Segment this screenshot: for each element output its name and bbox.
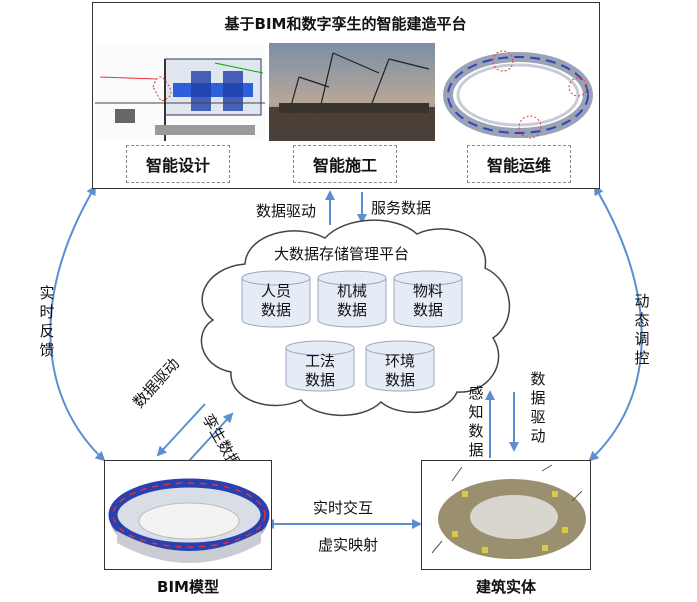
cylinder-materials-line1: 物料 — [412, 282, 443, 300]
building-entity-box — [421, 460, 591, 570]
module-smart-operation: 智能运维 — [467, 145, 571, 183]
construction-site-image — [269, 43, 435, 141]
arrow-data-drive-left — [156, 403, 206, 457]
vertical-char: 数 — [530, 370, 546, 388]
cylinder-environment-line1: 环境 — [384, 352, 415, 370]
vertical-char: 态 — [634, 311, 650, 329]
stadium-ring-image — [438, 43, 598, 141]
bim-model-box — [104, 460, 272, 570]
vertical-char: 动 — [530, 427, 546, 445]
vertical-char: 数 — [468, 422, 484, 440]
vertical-char: 据 — [468, 441, 484, 459]
cylinder-method-line1: 工法 — [304, 352, 335, 370]
vertical-char: 控 — [634, 349, 650, 367]
platform-frame: 基于BIM和数字孪生的智能建造平台 — [92, 2, 600, 189]
platform-title: 基于BIM和数字孪生的智能建造平台 — [224, 15, 467, 33]
cylinder-environment-line2: 数据 — [384, 371, 415, 389]
label-data-drive-top: 数据驱动 — [256, 202, 317, 220]
label-realtime-interaction: 实时交互 — [313, 499, 374, 517]
cylinder-machinery-line2: 数据 — [336, 301, 367, 319]
vertical-char: 知 — [468, 403, 484, 421]
label-virtual-real-mapping: 虚实映射 — [318, 536, 379, 554]
vertical-char: 据 — [530, 389, 546, 407]
arrow-realtime-feedback — [49, 185, 106, 462]
cylinder-personnel-line2: 数据 — [260, 301, 291, 319]
design-drawing-image — [95, 43, 265, 141]
cylinder-machinery-line1: 机械 — [336, 282, 367, 300]
module-smart-design: 智能设计 — [126, 145, 230, 183]
building-entity-image — [422, 461, 590, 569]
cylinder-materials — [393, 278, 463, 328]
cylinder-personnel — [241, 278, 311, 328]
label-service-data: 服务数据 — [371, 199, 432, 217]
module-smart-construction: 智能施工 — [293, 145, 397, 183]
cylinder-materials-label: 物料 数据 — [394, 282, 462, 320]
vertical-char: 反 — [39, 322, 55, 340]
building-entity-label: 建筑实体 — [475, 578, 536, 596]
cylinder-environment — [365, 348, 435, 392]
vertical-char: 实 — [39, 284, 55, 302]
label-dynamic-control: 动态调控 — [633, 292, 651, 368]
arrow-dynamic-control — [588, 185, 643, 462]
cylinder-environment-label: 环境 数据 — [366, 352, 434, 390]
arrow-twin-data — [187, 412, 234, 463]
vertical-char: 时 — [39, 303, 55, 321]
cylinder-machinery-label: 机械 数据 — [318, 282, 386, 320]
cylinder-personnel-line1: 人员 — [260, 282, 291, 300]
vertical-char: 调 — [634, 330, 650, 348]
bim-model-image — [108, 478, 270, 563]
label-realtime-feedback: 实时反馈 — [38, 284, 56, 360]
vertical-char: 驱 — [530, 408, 546, 426]
cylinder-method — [285, 348, 355, 392]
vertical-char: 馈 — [39, 341, 55, 359]
cloud-title: 大数据存储管理平台 — [274, 245, 410, 263]
cylinder-machinery — [317, 278, 387, 328]
cylinder-personnel-label: 人员 数据 — [242, 282, 310, 320]
cylinder-method-label: 工法 数据 — [286, 352, 354, 390]
bim-model-label: BIM模型 — [157, 578, 219, 596]
vertical-char: 动 — [634, 292, 650, 310]
cylinder-method-line2: 数据 — [304, 371, 335, 389]
vertical-char: 感 — [468, 384, 484, 402]
label-data-drive-right: 数据驱动 — [529, 370, 547, 446]
cylinder-materials-line2: 数据 — [412, 301, 443, 319]
label-sense-data: 感知数据 — [467, 384, 485, 460]
